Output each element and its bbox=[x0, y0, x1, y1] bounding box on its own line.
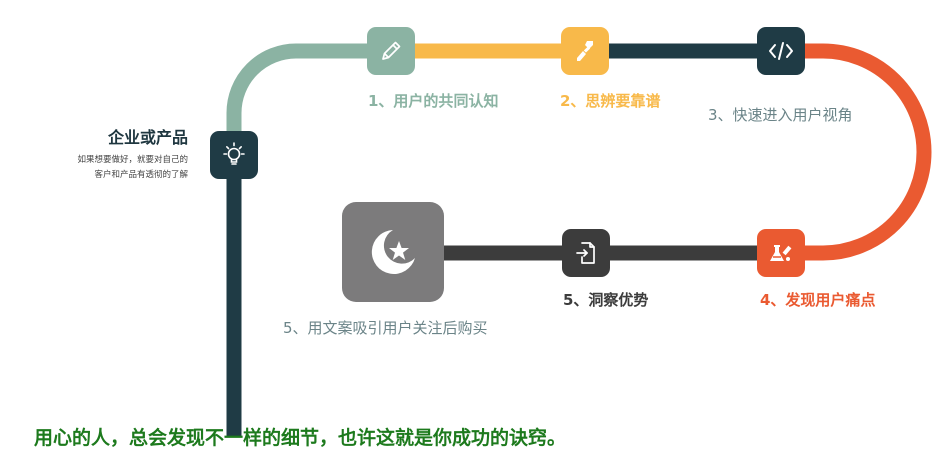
step-6-node bbox=[342, 202, 444, 302]
step-4-label: 4、发现用户痛点 bbox=[760, 291, 876, 309]
step-2-label: 2、思辨要靠谱 bbox=[560, 92, 661, 110]
start-desc: 如果想要做好，就要对自己的 客户和产品有透彻的了解 bbox=[77, 153, 188, 183]
lightbulb-icon bbox=[223, 142, 245, 165]
sign-in-icon bbox=[576, 242, 595, 264]
path-segment-orange bbox=[781, 43, 932, 261]
start-title-block: 企业或产品 如果想要做好，就要对自己的 客户和产品有透彻的了解 bbox=[77, 124, 188, 183]
step-3-label: 3、快速进入用户视角 bbox=[708, 106, 853, 124]
step-6-label: 5、用文案吸引用户关注后购买 bbox=[283, 319, 488, 337]
star-crescent-icon bbox=[371, 230, 415, 274]
start-node bbox=[210, 131, 258, 179]
step-5-node bbox=[562, 229, 610, 277]
step-2-node bbox=[561, 27, 609, 75]
step-5-label: 5、洞察优势 bbox=[563, 291, 649, 309]
code-icon bbox=[769, 42, 793, 60]
flask-icon bbox=[770, 245, 792, 261]
start-title: 企业或产品 bbox=[107, 128, 188, 147]
step-1-label: 1、用户的共同认知 bbox=[368, 92, 499, 110]
start-desc-line-1: 如果想要做好，就要对自己的 bbox=[77, 155, 188, 165]
step-3-node bbox=[757, 27, 805, 75]
step-4-node bbox=[757, 229, 805, 277]
start-desc-line-2: 客户和产品有透彻的了解 bbox=[94, 170, 188, 180]
footer-text: 用心的人，总会发现不一样的细节，也许这就是你成功的诀窍。 bbox=[34, 427, 567, 449]
step-1-node bbox=[367, 27, 415, 75]
paint-brush-icon bbox=[577, 41, 593, 61]
pencil-icon bbox=[382, 41, 401, 60]
path-segment-teal bbox=[226, 43, 392, 155]
